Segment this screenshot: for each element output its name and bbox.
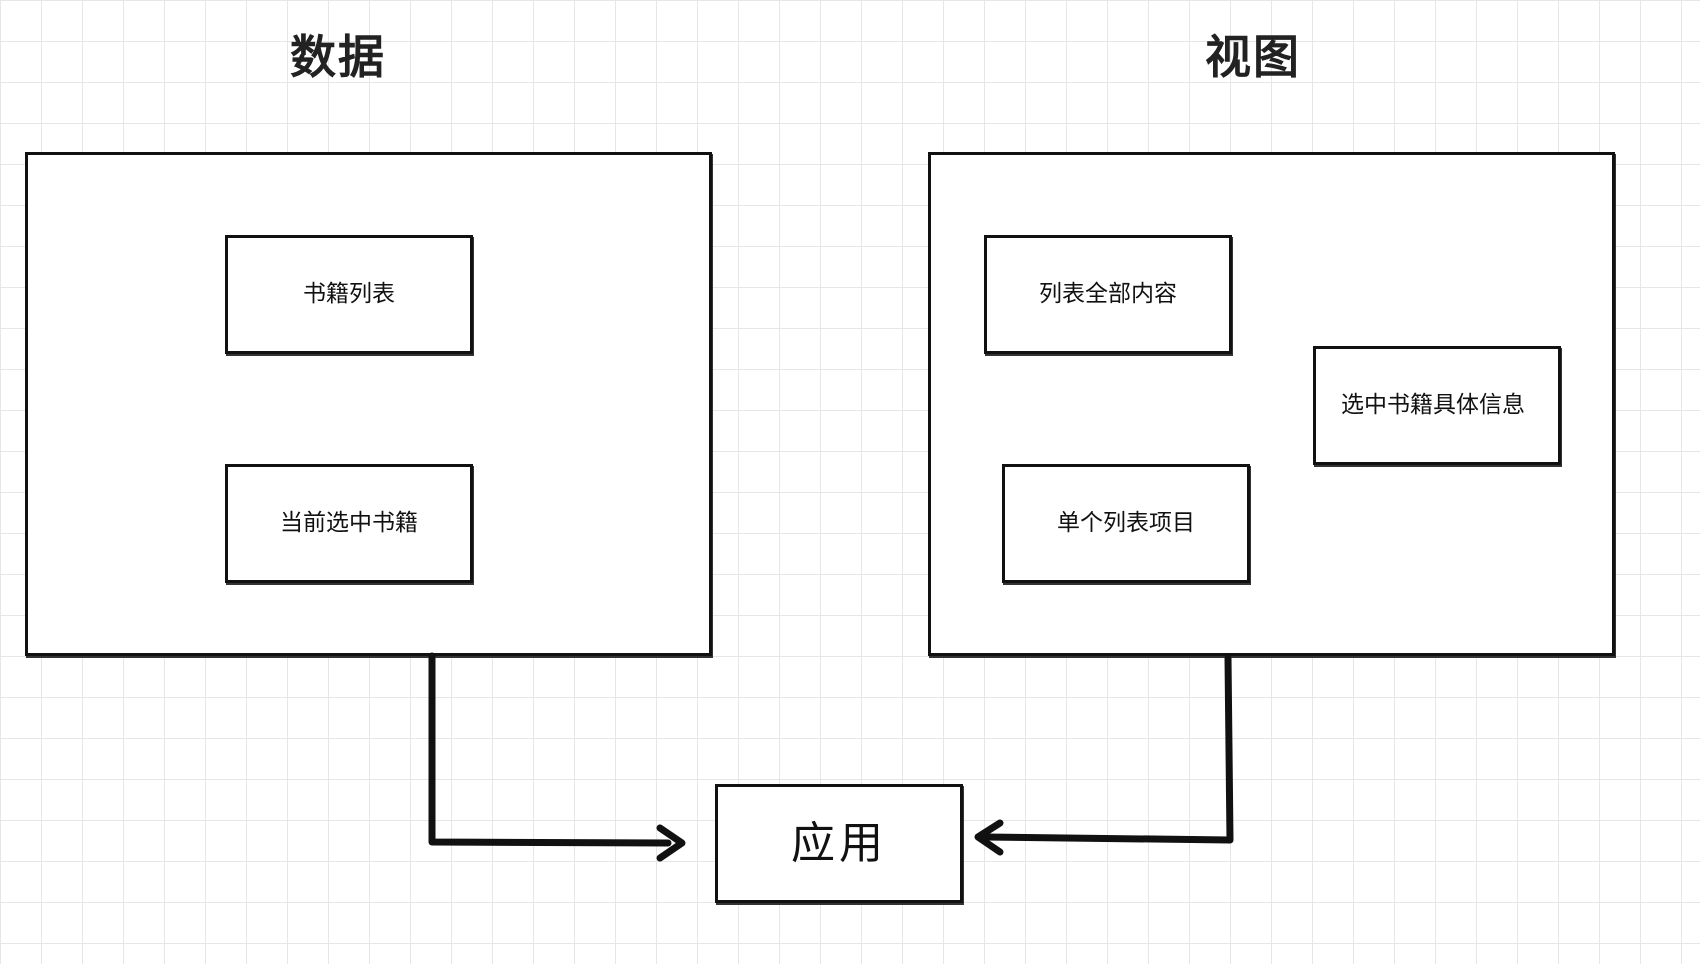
view-section-title: 视图: [1205, 30, 1301, 84]
current-selected-book-node: 当前选中书籍: [225, 464, 473, 583]
selected-book-detail-node: 选中书籍具体信息: [1313, 346, 1561, 465]
single-list-item-node: 单个列表项目: [1002, 464, 1250, 583]
list-all-content-label: 列表全部内容: [1039, 280, 1177, 307]
view-to-app-arrowhead: [974, 819, 1004, 856]
current-selected-book-label: 当前选中书籍: [280, 509, 418, 536]
book-list-label: 书籍列表: [303, 280, 395, 307]
view-to-app-connector: [981, 654, 1234, 844]
app-node: 应用: [715, 784, 963, 903]
single-list-item-label: 单个列表项目: [1057, 509, 1195, 536]
book-list-node: 书籍列表: [225, 235, 473, 354]
data-to-app-arrowhead: [656, 824, 686, 862]
app-label: 应用: [791, 817, 887, 869]
data-to-app-connector: [428, 652, 672, 847]
list-all-content-node: 列表全部内容: [984, 235, 1232, 354]
data-section-title: 数据: [290, 30, 386, 84]
selected-book-detail-label: 选中书籍具体信息: [1341, 391, 1525, 418]
